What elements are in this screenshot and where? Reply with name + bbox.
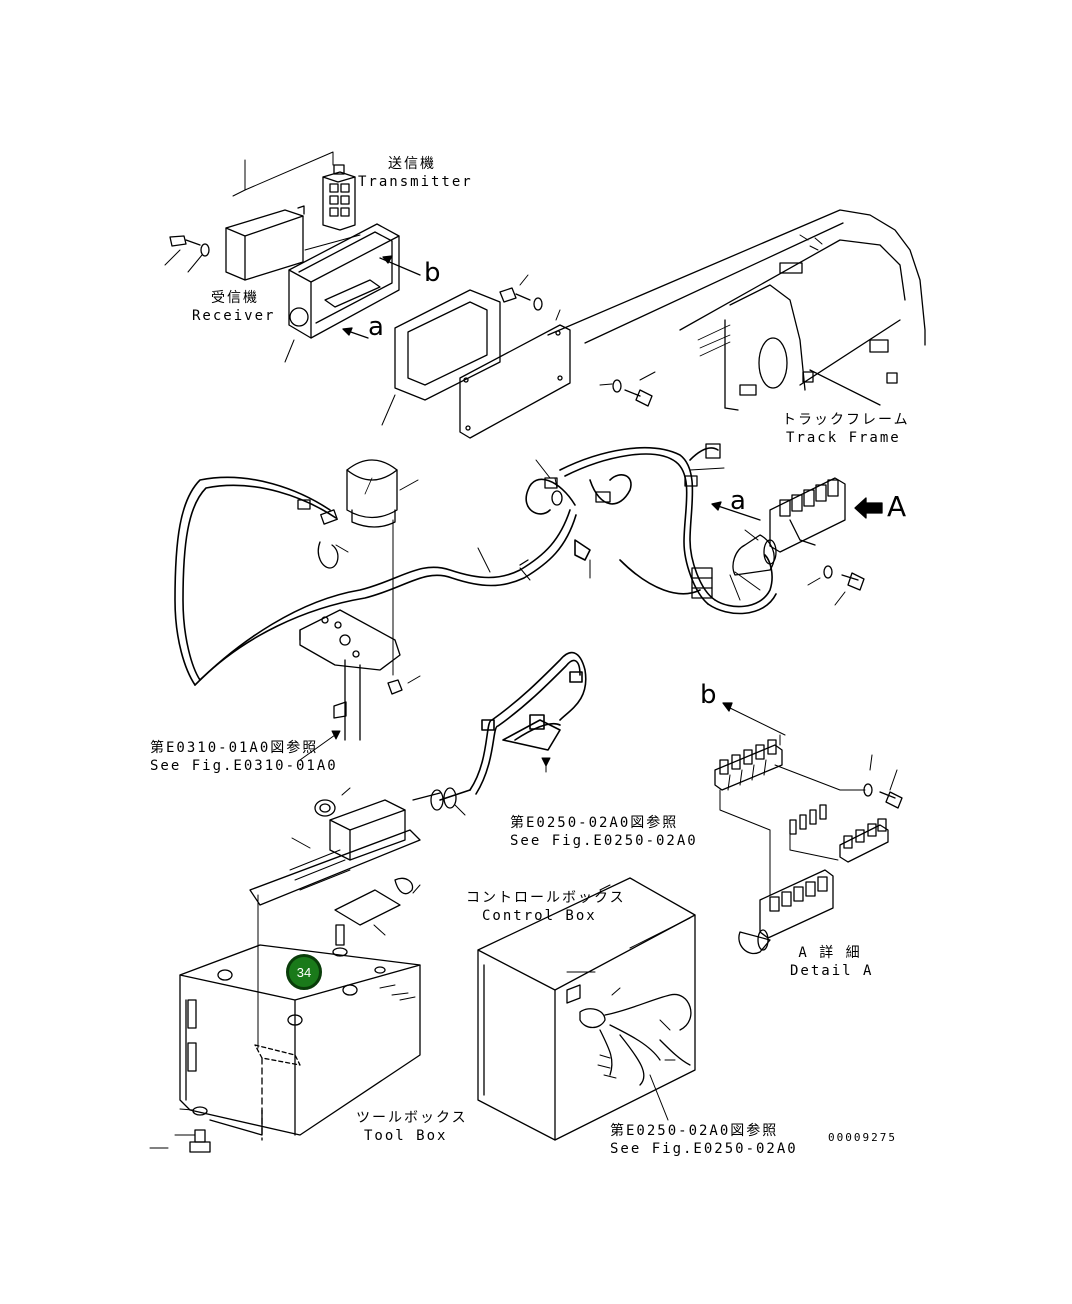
harness-leaders [335, 459, 725, 581]
gasket-drawing [381, 289, 501, 426]
view-arrow-a2-head [711, 501, 722, 511]
ref-arrows [299, 730, 551, 773]
tool-box-label-ja: ツールボックス [356, 1110, 468, 1126]
ref-e0310-label-en: See Fig.E0310-01A0 [150, 758, 338, 774]
ref-e0250-top-label-ja: 第E0250-02A0図参照 [510, 815, 679, 831]
cover-plate-drawing [459, 324, 571, 439]
transmitter-label-en: Transmitter [358, 174, 473, 190]
transmitter-label-ja: 送信機 [388, 156, 436, 172]
drawing-number: 00009275 [828, 1131, 897, 1144]
bolt-detail-right-drawing [807, 565, 865, 606]
view-marker-b-top: b [424, 258, 441, 288]
receiver-box-drawing [225, 151, 334, 281]
relay-block-drawing [729, 477, 846, 601]
view-arrow-A-head [854, 497, 883, 519]
ref-e0250-top-label-en: See Fig.E0250-02A0 [510, 833, 698, 849]
harness-connectors-drawing [297, 443, 721, 599]
view-marker-A: A [887, 490, 907, 523]
detail-a-label-ja: A 詳 細 [798, 945, 862, 961]
detail-a-drawing [714, 702, 903, 955]
detail-a-label-en: Detail A [790, 963, 874, 979]
view-arrow-b-head [382, 255, 393, 264]
part-callout-34[interactable]: 34 [286, 954, 322, 990]
bolt-mid-drawing [499, 274, 561, 321]
control-box-label-ja: コントロールボックス [466, 890, 626, 906]
transmitter-drawing [322, 164, 356, 231]
beacon-bracket-drawing [299, 519, 421, 741]
ref-e0250-bottom-label-en: See Fig.E0250-02A0 [610, 1141, 798, 1157]
beacon-lamp-drawing [346, 459, 419, 528]
view-marker-a-right: a [730, 486, 746, 516]
control-box-label-en: Control Box [482, 908, 597, 924]
view-marker-a-top: a [368, 312, 384, 342]
bracket-housing-drawing [284, 223, 400, 363]
view-marker-b-detail: b [700, 680, 717, 710]
track-frame-drawing [547, 209, 926, 411]
control-box-drawing [477, 877, 696, 1141]
tool-box-label-en: Tool Box [364, 1128, 448, 1144]
lower-harness-drawing [439, 651, 587, 801]
bolt-toolbox-drawing [149, 1106, 211, 1153]
main-harness-drawing [174, 446, 777, 686]
grommet-drawing [314, 787, 466, 817]
receiver-label-ja: 受信機 [211, 290, 259, 306]
bolt-right-drawing [599, 371, 656, 407]
ref-e0250-bottom-label-ja: 第E0250-02A0図参照 [610, 1123, 779, 1139]
view-arrow-a-head [342, 327, 353, 336]
track-frame-label-ja: トラックフレーム [782, 412, 910, 428]
tool-box-bracket-drawing [249, 799, 421, 957]
track-frame-label-en: Track Frame [786, 430, 901, 446]
tool-box-drawing [179, 894, 421, 1141]
ref-e0310-label-ja: 第E0310-01A0図参照 [150, 740, 319, 756]
view-arrow-a2-line [714, 504, 761, 521]
bolt-left-drawing [164, 235, 210, 273]
receiver-label-en: Receiver [192, 308, 276, 324]
